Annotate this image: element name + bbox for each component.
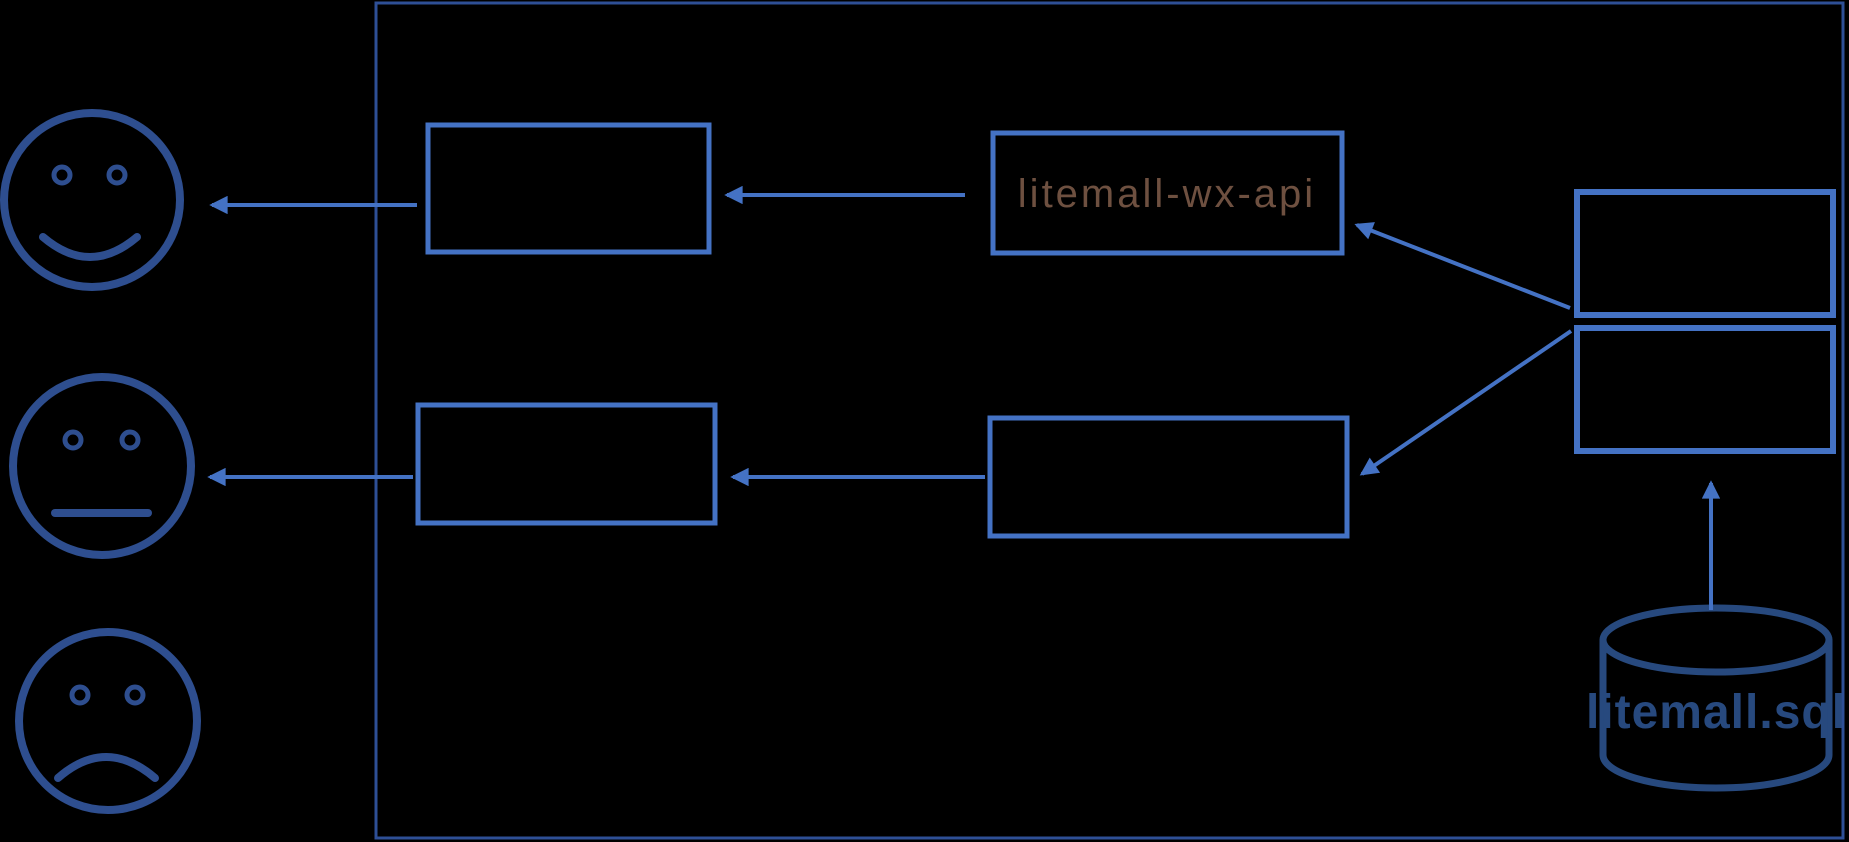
happy-face-left-eye	[51, 164, 73, 186]
sad-face-right-eye	[124, 684, 146, 706]
neutral-face-right-eye	[119, 429, 141, 451]
node-box-frontend-top	[425, 122, 712, 255]
wx-api-label: litemall-wx-api	[1018, 172, 1316, 216]
database-label: litemall.sql	[1586, 686, 1846, 739]
system-boundary-box	[374, 1, 1845, 840]
happy-face-right-eye	[106, 164, 128, 186]
sad-face-frown	[54, 753, 159, 782]
node-box-wx-api: litemall-wx-api	[990, 130, 1345, 256]
neutral-face-left-eye	[62, 429, 84, 451]
node-box-service-bottom	[1574, 325, 1836, 454]
node-box-backend-bottom	[987, 415, 1350, 539]
database-cylinder-top	[1599, 604, 1833, 676]
happy-face-outline	[0, 109, 184, 291]
sad-face-outline	[15, 628, 201, 814]
arrow-service-to-wxapi	[1354, 222, 1571, 310]
sad-face-left-eye	[69, 684, 91, 706]
wx-api-box-border	[990, 130, 1345, 256]
happy-face-icon	[0, 109, 184, 291]
node-box-frontend-bottom	[415, 402, 718, 526]
arrow-service-to-backend-bottom	[1359, 329, 1573, 476]
sad-face-icon	[15, 628, 201, 814]
node-box-service-top	[1574, 189, 1836, 318]
database-cylinder-body	[1599, 640, 1833, 792]
happy-face-smile	[39, 233, 141, 261]
neutral-face-icon	[9, 373, 195, 559]
neutral-face-outline	[9, 373, 195, 559]
database-icon: litemall.sql	[1586, 604, 1846, 792]
